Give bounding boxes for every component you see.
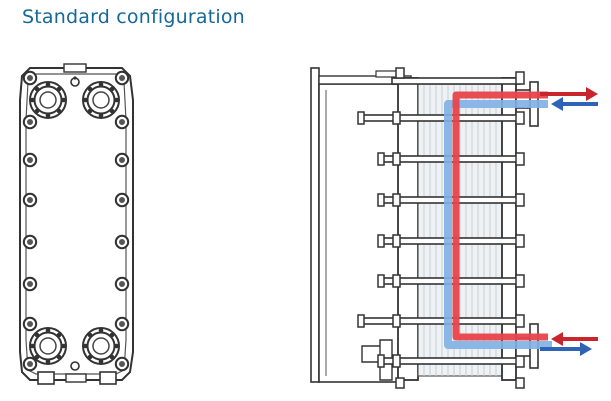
blue-arrow-left-icon bbox=[551, 97, 598, 111]
port-bottom-right bbox=[82, 327, 120, 365]
port-top-right bbox=[82, 81, 120, 119]
cold-flow-path bbox=[444, 100, 552, 349]
front-view-frame-plate bbox=[19, 63, 134, 385]
port-top-left bbox=[29, 81, 67, 119]
red-arrow-left-icon bbox=[551, 332, 598, 346]
page-title: Standard configuration bbox=[22, 6, 245, 28]
hot-flow-path bbox=[452, 91, 548, 341]
port-bottom-left bbox=[29, 327, 67, 365]
red-arrow-right-icon bbox=[540, 87, 598, 101]
blue-arrow-right-icon bbox=[540, 342, 592, 356]
